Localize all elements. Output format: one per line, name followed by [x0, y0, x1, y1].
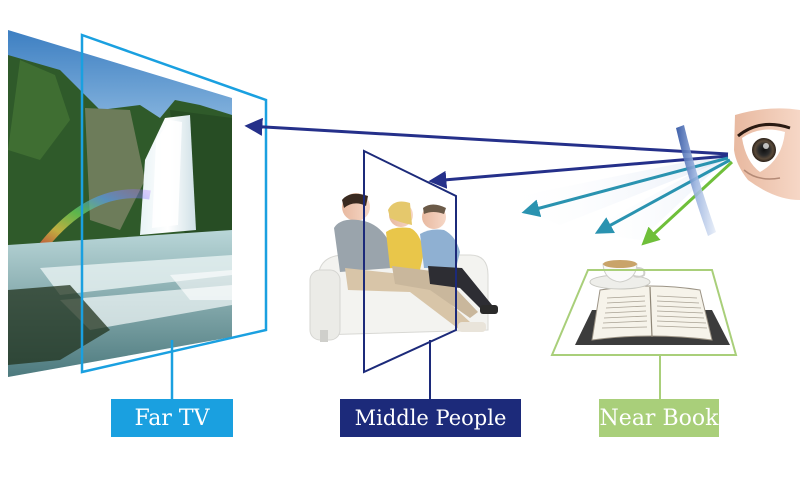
arrow-teal-2: [594, 158, 731, 234]
label-middle-people: Middle People: [340, 399, 521, 437]
waterfall-tv-image: [8, 30, 232, 377]
lens-icon: [676, 125, 716, 236]
book-with-teacup-image: [575, 260, 730, 345]
label-far-tv: Far TV: [111, 399, 233, 437]
eye-icon: [734, 108, 800, 200]
far-focus-frame: [80, 33, 268, 374]
near-focus-frame: [550, 269, 738, 356]
arrow-to-middle: [428, 154, 729, 189]
arrow-to-near: [641, 160, 734, 246]
middle-focus-frame: [363, 149, 457, 374]
label-near-book: Near Book: [599, 399, 719, 437]
arrow-to-far: [244, 117, 729, 156]
people-on-sofa-image: [309, 193, 498, 342]
